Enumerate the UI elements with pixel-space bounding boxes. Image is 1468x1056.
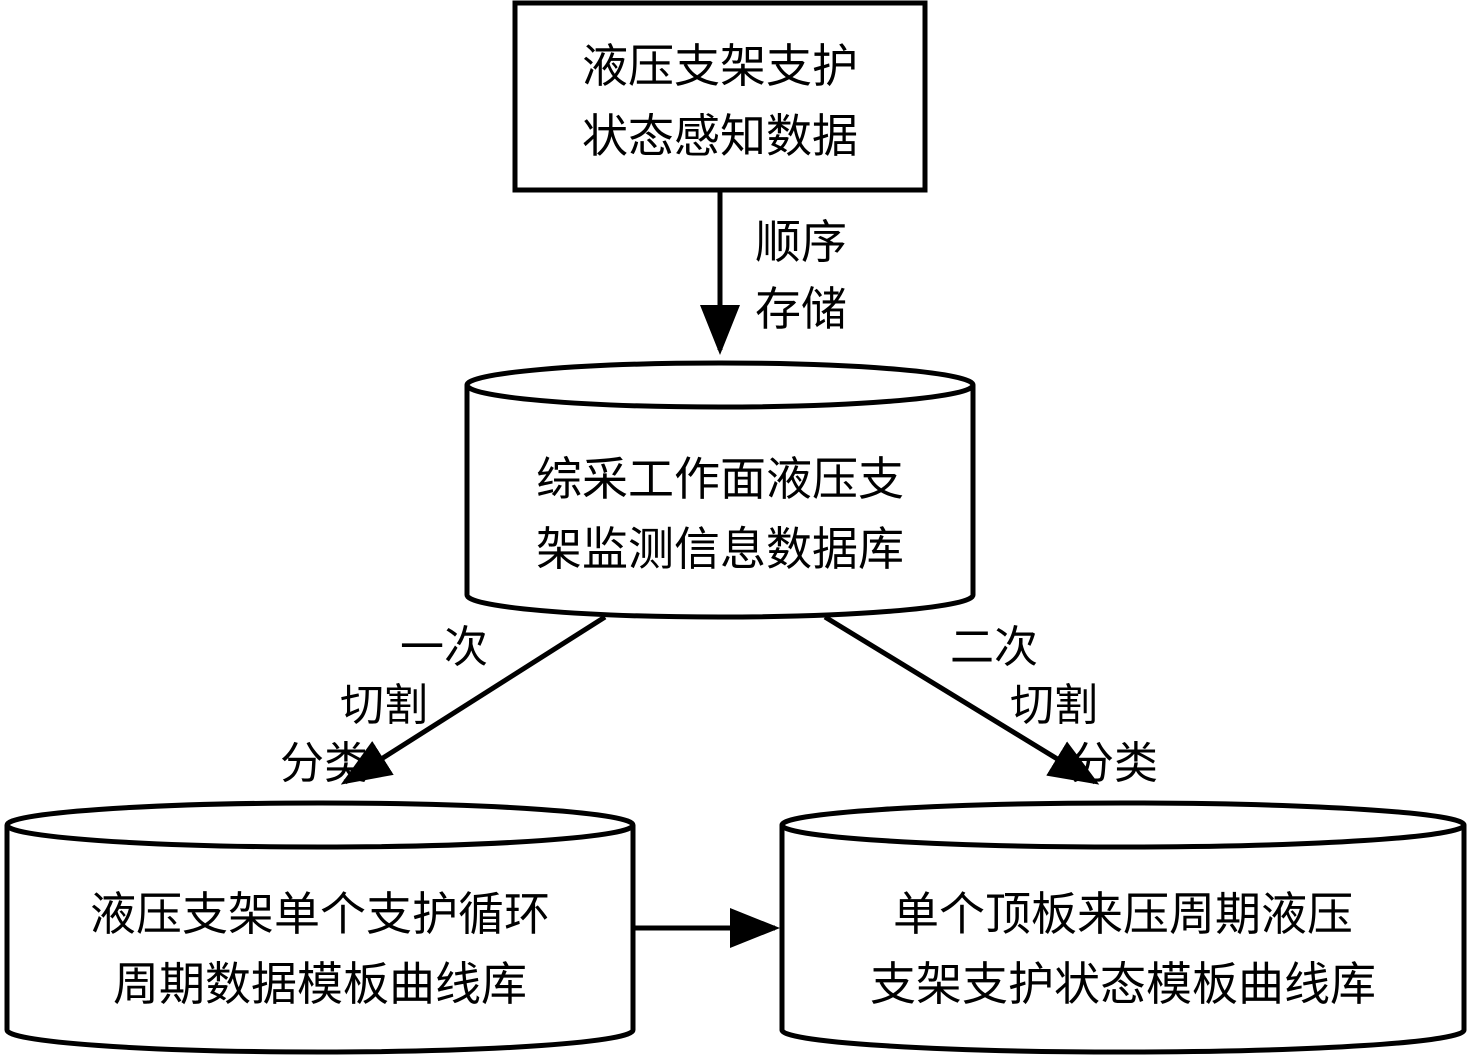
state-library-line-1: 单个顶板来压周期液压 <box>893 887 1353 941</box>
state-library-line-2: 支架支护状态模板曲线库 <box>870 957 1376 1011</box>
database-cylinder <box>464 360 976 620</box>
store-label-2: 存储 <box>755 282 847 336</box>
source-line-2: 状态感知数据 <box>582 109 858 163</box>
state-library-cylinder <box>779 800 1467 1055</box>
store-label-1: 顺序 <box>755 215 847 269</box>
source-line-1: 液压支架支护 <box>582 39 858 93</box>
cycle-library-line-2: 周期数据模板曲线库 <box>113 957 527 1011</box>
cycle-library-cylinder <box>4 800 636 1055</box>
arrow-first-cut <box>340 614 607 785</box>
first-cut-line-1: 一次 <box>400 622 488 673</box>
second-cut-line-3: 分类 <box>1070 738 1158 789</box>
arrow-second-cut <box>823 614 1100 785</box>
database-line-1: 综采工作面液压支 <box>536 452 904 506</box>
second-cut-line-2: 切割 <box>1010 680 1098 731</box>
database-line-2: 架监测信息数据库 <box>536 522 904 576</box>
source-box <box>512 0 928 193</box>
cycle-library-line-1: 液压支架单个支护循环 <box>90 887 550 941</box>
second-cut-line-1: 二次 <box>950 622 1038 673</box>
first-cut-line-2: 切割 <box>340 680 428 731</box>
first-cut-line-3: 分类 <box>280 738 368 789</box>
